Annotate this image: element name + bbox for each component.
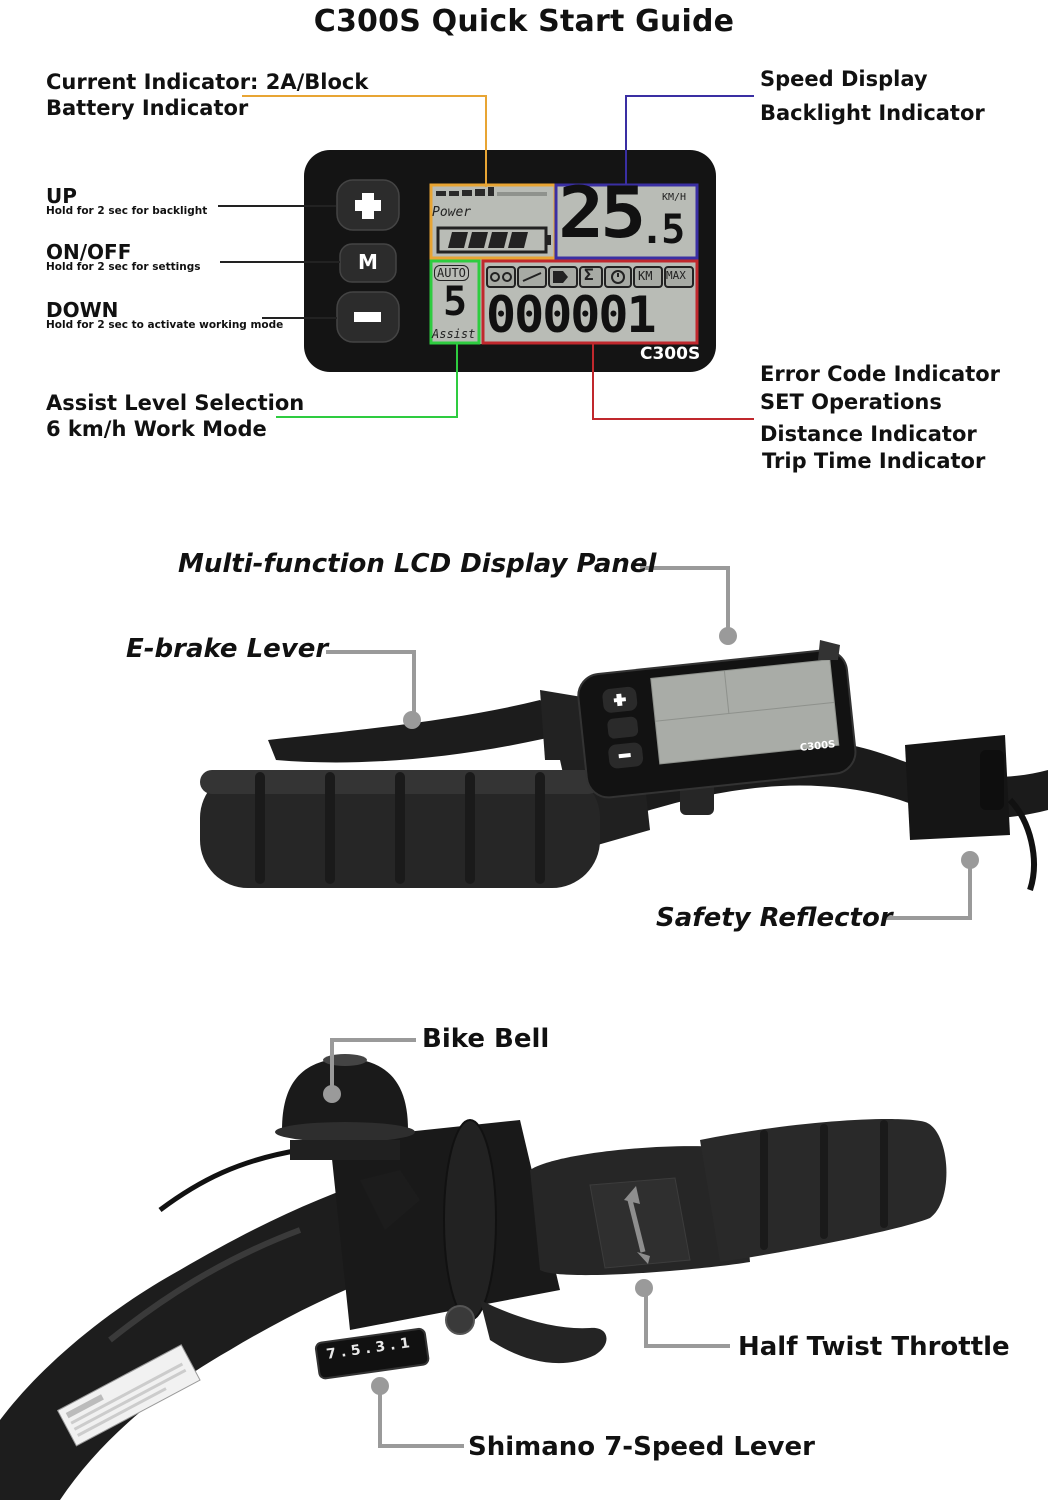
assist-zone xyxy=(429,259,481,345)
photo1-handlebar xyxy=(200,640,1048,891)
speed-unit: KM/H xyxy=(662,192,687,203)
set-operations-label: SET Operations xyxy=(760,390,942,414)
speed-value: 25 xyxy=(558,172,646,254)
current-indicator-leader xyxy=(242,95,487,187)
odometer-leader xyxy=(592,343,754,420)
photo2-handlebar xyxy=(0,1054,947,1500)
bike-bell-label: Bike Bell xyxy=(422,1024,550,1054)
badge-max: MAX xyxy=(666,269,686,282)
assist-value: 5 xyxy=(443,279,468,325)
badge-sigma: Σ xyxy=(584,265,594,284)
current-indicator-label: Current Indicator: 2A/Block xyxy=(46,70,369,94)
lcd-panel-label: Multi-function LCD Display Panel xyxy=(178,549,657,579)
auto-label: AUTO xyxy=(434,265,469,281)
display-model: C300S xyxy=(640,344,701,364)
up-hint: Hold for 2 sec for backlight xyxy=(46,205,208,217)
distance-label: Distance Indicator xyxy=(760,422,977,446)
assist-leader xyxy=(276,343,458,418)
onoff-hint: Hold for 2 sec for settings xyxy=(46,261,201,273)
current-bars xyxy=(436,187,547,196)
odometer-value: 000001 xyxy=(486,286,657,344)
assist-label: Assist xyxy=(432,327,476,341)
error-code-label: Error Code Indicator xyxy=(760,362,1001,386)
down-label: DOWN xyxy=(46,298,119,322)
power-label: Power xyxy=(432,205,472,220)
up-button-shape xyxy=(336,179,400,231)
ebrake-label: E-brake Lever xyxy=(126,634,329,664)
speed-display-label: Speed Display xyxy=(760,67,928,91)
throttle-label-leader xyxy=(644,1292,730,1348)
assist-level-label: Assist Level Selection xyxy=(46,391,305,415)
badge-km: KM xyxy=(638,269,653,283)
up-label: UP xyxy=(46,184,77,208)
safety-reflector-label: Safety Reflector xyxy=(656,903,893,933)
backlight-indicator-label: Backlight Indicator xyxy=(760,101,985,125)
page-title: C300S Quick Start Guide xyxy=(313,4,735,39)
half-twist-throttle-label: Half Twist Throttle xyxy=(738,1332,1010,1362)
odometer-zone xyxy=(481,259,699,345)
down-hint: Hold for 2 sec to activate working mode xyxy=(46,319,284,331)
bell-label-leader xyxy=(330,1038,416,1090)
onoff-label: ON/OFF xyxy=(46,240,132,264)
down-button-shape xyxy=(336,291,400,343)
ebrake-label-leader xyxy=(326,650,416,716)
speed-display-leader xyxy=(625,95,754,187)
mode-button-letter: M xyxy=(358,250,378,274)
trip-time-label: Trip Time Indicator xyxy=(762,449,986,473)
speed-decimal: .5 xyxy=(640,207,685,253)
odometer-icon-row xyxy=(486,266,694,288)
battery-indicator-label: Battery Indicator xyxy=(46,96,249,120)
battery-icon xyxy=(436,226,551,254)
lcd-screen xyxy=(430,184,698,344)
work-mode-label: 6 km/h Work Mode xyxy=(46,417,267,441)
shimano-lever-label: Shimano 7-Speed Lever xyxy=(468,1432,815,1462)
reflector-label-leader xyxy=(886,862,972,920)
panel-label-leader xyxy=(640,566,730,634)
shimano-label-leader xyxy=(378,1390,464,1448)
